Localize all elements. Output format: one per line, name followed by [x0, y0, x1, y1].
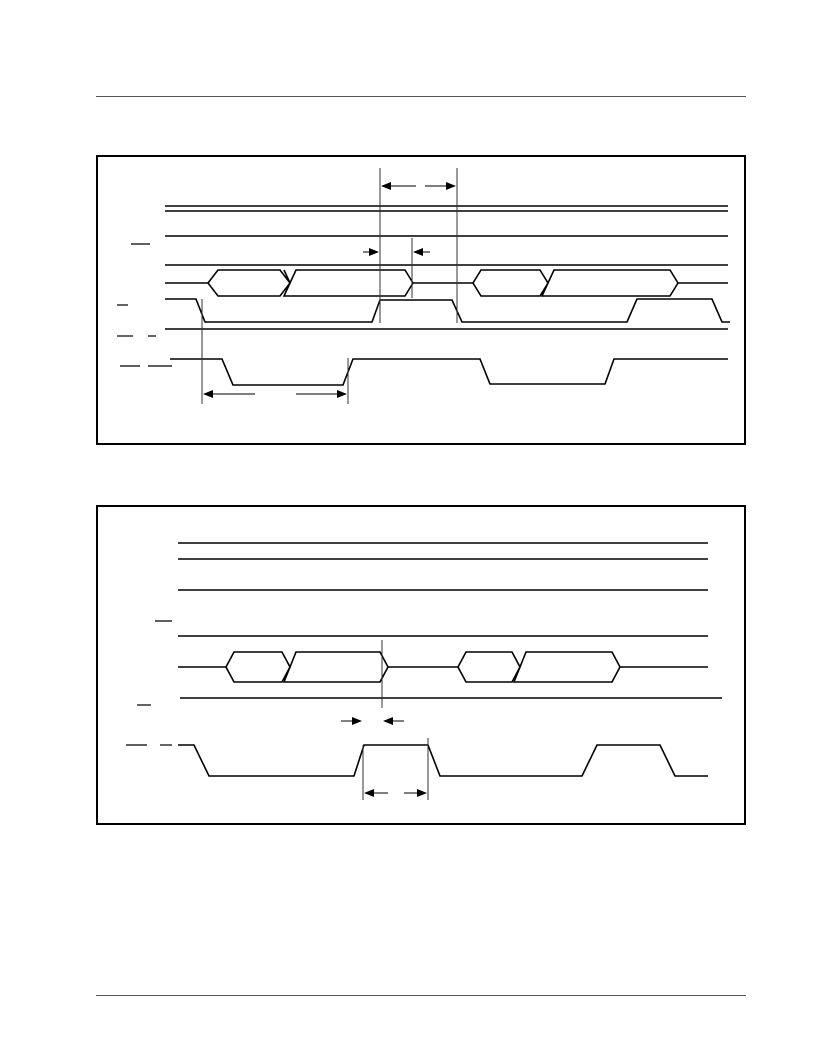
timing-diagram-2	[96, 505, 746, 825]
diagram-1-overbar-marks	[117, 244, 172, 366]
diagram-1-signal-5-strobe	[165, 299, 730, 322]
diagram-2-signal-1	[178, 543, 708, 559]
arrow-left-icon	[364, 789, 374, 797]
diagram-1-signal-1	[165, 206, 728, 211]
arrow-left-icon	[203, 390, 213, 398]
diagram-2-signal-4-databus	[178, 652, 708, 682]
arrow-left-icon	[413, 248, 423, 256]
diagram-1-signal-4-databus	[165, 270, 728, 296]
arrow-left-icon	[381, 182, 391, 190]
arrow-right-icon	[369, 248, 379, 256]
arrow-right-icon	[417, 789, 427, 797]
arrow-right-icon	[352, 717, 362, 725]
diagram-2-waveforms	[98, 507, 744, 823]
header-rule	[96, 96, 746, 97]
timing-diagram-1	[96, 155, 746, 445]
diagram-1-waveforms	[98, 157, 744, 443]
footer-rule	[96, 995, 746, 996]
arrow-right-icon	[446, 182, 456, 190]
diagram-2-timing-arrow-mid	[341, 717, 404, 725]
arrow-left-icon	[383, 717, 393, 725]
diagram-2-signal-6-strobe	[178, 745, 708, 776]
diagram-1-timing-arrow-top	[381, 182, 456, 190]
diagram-1-timing-arrow-mid	[363, 248, 430, 256]
diagram-2-overbar-marks	[126, 621, 172, 745]
arrow-right-icon	[337, 390, 347, 398]
diagram-1-timing-arrow-bottom	[203, 390, 347, 398]
diagram-2-timing-arrow-bottom	[364, 789, 427, 797]
diagram-1-signal-7-response	[170, 359, 728, 385]
